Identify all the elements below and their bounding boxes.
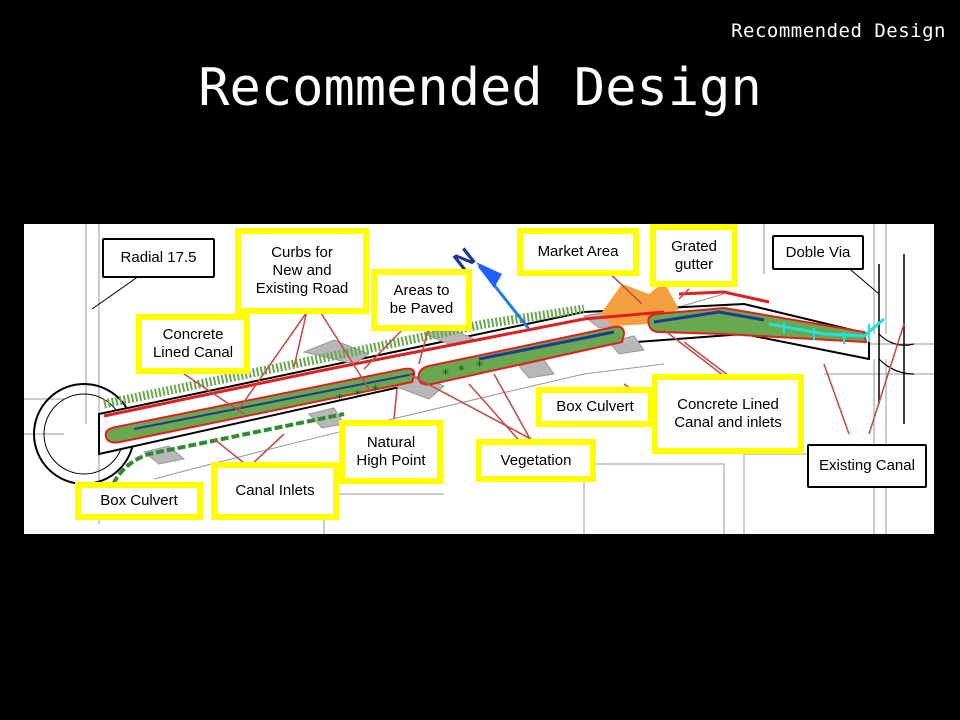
pipe-line-mid [478,330,615,361]
svg-text:*: * [476,359,483,375]
svg-text:*: * [458,363,465,379]
pipe-line-west [133,373,415,430]
label-doble-via: Doble Via [772,235,864,270]
corner-title: Recommended Design [731,20,946,42]
label-natural-high-point: Natural High Point [339,420,443,484]
svg-text:*: * [336,392,343,408]
curb-line-north [103,310,665,418]
label-grated-gutter: Grated gutter [650,224,738,287]
label-canal-inlets: Canal Inlets [211,462,339,520]
curb-line-ne [678,290,770,304]
label-curbs-new-existing-road: Curbs for New and Existing Road [235,228,369,314]
svg-text:*: * [372,383,379,399]
label-concrete-lined-canal-inlets: Concrete Lined Canal and inlets [652,374,804,454]
label-market-area: Market Area [517,228,639,276]
vegetation-markers: * * * * * * [336,359,483,408]
label-vegetation: Vegetation [476,439,596,482]
label-box-culvert-left: Box Culvert [75,482,203,520]
canal-lens-west [104,367,416,444]
pipe-line-east [653,310,765,324]
svg-text:*: * [442,367,449,383]
svg-text:*: * [354,388,361,404]
site-plan-drawing: *** *** N [24,224,934,534]
site-plan-map: *** *** N [24,224,934,534]
label-concrete-lined-canal: Concrete Lined Canal [136,314,250,374]
label-existing-canal: Existing Canal [807,444,927,488]
label-areas-to-be-paved: Areas to be Paved [371,269,472,331]
slide-title: Recommended Design [198,58,762,118]
label-box-culvert-mid: Box Culvert [536,387,654,427]
vegetation-north [103,304,585,409]
label-radial-17-5: Radial 17.5 [102,238,215,278]
right-intersection [878,254,905,424]
